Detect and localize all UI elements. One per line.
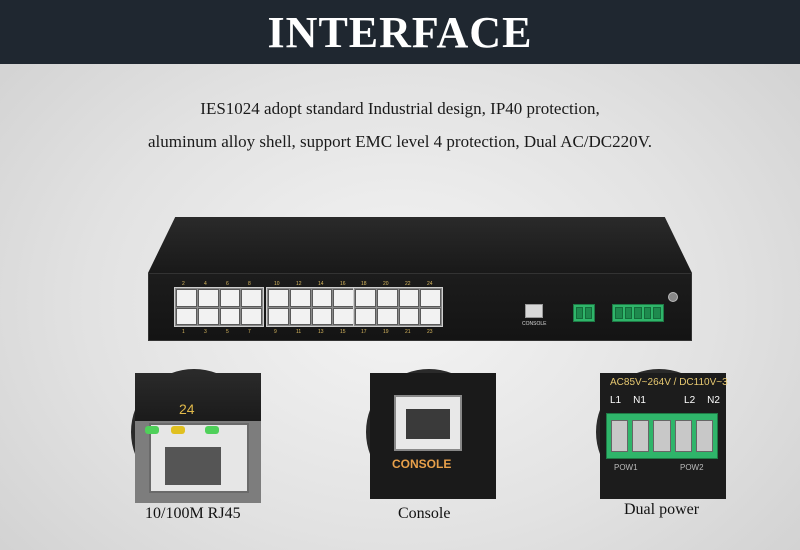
port-number-top: 18 <box>361 281 367 287</box>
power-caption: Dual power <box>624 501 700 518</box>
rj45-port <box>268 289 289 307</box>
port-number-bottom: 1 <box>182 329 185 335</box>
port-number-top: 14 <box>318 281 324 287</box>
rj45-port <box>197 307 219 325</box>
power-detail-circle: AC85V~264V / DC110V~3 L1 N1 L2 N2 POW1 P… <box>596 369 728 499</box>
rj45-port <box>241 289 262 307</box>
port-number-bottom: 7 <box>248 329 251 335</box>
console-port <box>525 304 543 318</box>
ground-screw-icon <box>668 292 678 302</box>
port-number-top: 2 <box>182 281 185 287</box>
port-number-bottom: 17 <box>361 329 367 335</box>
console-caption: Console <box>398 505 451 522</box>
port-block-2 <box>266 287 356 327</box>
rj45-port <box>355 307 376 325</box>
terminal-label-l1: L1 <box>610 395 622 406</box>
console-detail-label: CONSOLE <box>392 457 452 471</box>
port-number-bottom: 21 <box>405 329 411 335</box>
port-number-bottom: 9 <box>274 329 277 335</box>
rj45-port <box>289 307 311 325</box>
rj45-caption: 10/100M RJ45 <box>145 505 241 522</box>
rj45-port <box>398 307 420 325</box>
port-number-top: 4 <box>204 281 207 287</box>
description-line-1: IES1024 adopt standard Industrial design… <box>200 99 600 118</box>
rj45-port <box>420 307 441 325</box>
port-number-top: 22 <box>405 281 411 287</box>
rj45-detail-circle: 24 <box>131 369 261 503</box>
pow2-label: POW2 <box>680 463 704 472</box>
rj45-port <box>311 289 333 307</box>
terminal-label-n1: N1 <box>633 395 646 406</box>
rj45-port <box>398 289 420 307</box>
port-number-bottom: 23 <box>427 329 433 335</box>
terminal-label-n2: N2 <box>707 395 720 406</box>
rj45-port <box>241 307 262 325</box>
port-number-top: 12 <box>296 281 302 287</box>
rj45-port <box>311 307 333 325</box>
rj45-port <box>420 289 441 307</box>
rj45-port <box>333 307 354 325</box>
port-number-bottom: 3 <box>204 329 207 335</box>
rj45-port <box>197 289 219 307</box>
rj45-port <box>219 289 241 307</box>
power-voltage-label: AC85V~264V / DC110V~3 <box>610 377 728 388</box>
power-terminal-block <box>612 304 664 322</box>
terminal-block-small <box>573 304 595 322</box>
console-jack <box>394 395 462 451</box>
rj45-port-number: 24 <box>179 401 195 417</box>
port-number-bottom: 5 <box>226 329 229 335</box>
port-number-bottom: 19 <box>383 329 389 335</box>
port-block-1 <box>174 287 264 327</box>
port-number-top: 10 <box>274 281 280 287</box>
port-number-top: 16 <box>340 281 346 287</box>
rj45-port <box>355 289 376 307</box>
port-number-bottom: 13 <box>318 329 324 335</box>
port-number-bottom: 15 <box>340 329 346 335</box>
port-number-bottom: 11 <box>296 329 302 335</box>
header-banner: INTERFACE <box>0 0 800 64</box>
led-yellow-icon <box>171 426 185 434</box>
console-port-label: CONSOLE <box>522 321 547 327</box>
terminal-label-l2: L2 <box>684 395 696 406</box>
rj45-port <box>333 289 354 307</box>
rj45-port <box>268 307 289 325</box>
rj45-port <box>376 307 398 325</box>
led-green-icon <box>205 426 219 434</box>
console-detail-circle: CONSOLE <box>366 369 496 499</box>
port-number-top: 20 <box>383 281 389 287</box>
port-block-3 <box>353 287 443 327</box>
port-number-top: 6 <box>226 281 229 287</box>
rj45-port <box>176 307 197 325</box>
description-line-2: aluminum alloy shell, support EMC level … <box>148 132 652 151</box>
port-number-top: 24 <box>427 281 433 287</box>
rj45-port <box>376 289 398 307</box>
port-number-top: 8 <box>248 281 251 287</box>
page-title: INTERFACE <box>267 7 533 57</box>
led-green-icon <box>145 426 159 434</box>
power-terminal-detail <box>606 413 718 459</box>
rj45-port <box>289 289 311 307</box>
rj45-port <box>176 289 197 307</box>
rj45-port <box>219 307 241 325</box>
device-top-panel <box>148 217 692 273</box>
pow1-label: POW1 <box>614 463 638 472</box>
